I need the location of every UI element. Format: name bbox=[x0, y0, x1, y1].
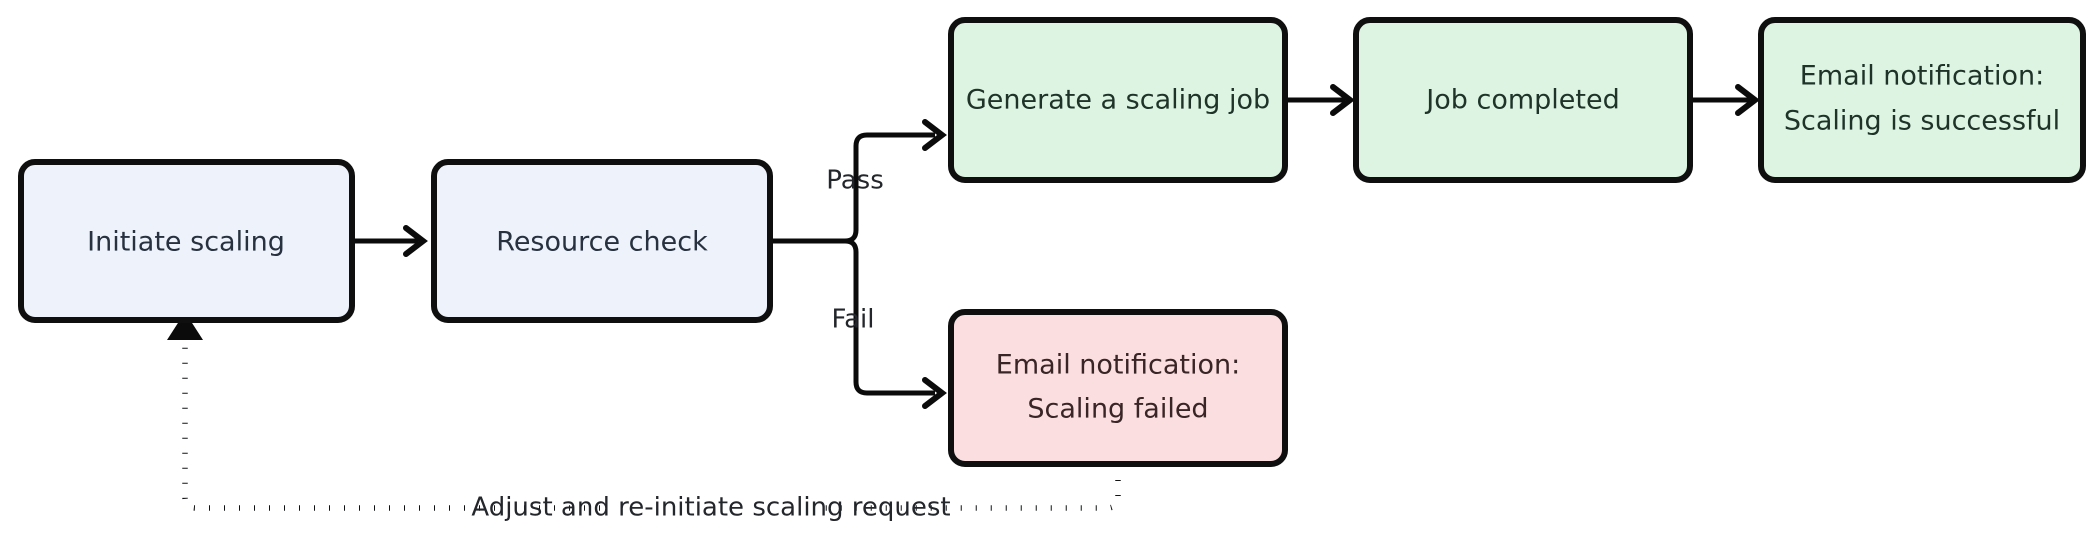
node-initiate-scaling-label: Initiate scaling bbox=[87, 227, 285, 258]
node-job-completed-label: Job completed bbox=[1424, 85, 1619, 116]
node-email-success-shape[interactable] bbox=[1758, 17, 2086, 183]
edge-path-fail bbox=[844, 238, 935, 396]
edge-label-feedback-loop: Adjust and re-initiate scaling request bbox=[471, 493, 950, 523]
node-generate-scaling-job-shape[interactable] bbox=[948, 17, 1288, 183]
node-resource-check[interactable]: Resource check bbox=[431, 159, 773, 323]
arrow-head-feedback-loop bbox=[167, 312, 203, 340]
node-generate-scaling-job-label: Generate a scaling job bbox=[966, 85, 1270, 116]
node-job-completed-shape[interactable] bbox=[1353, 17, 1693, 183]
arrow-head-initiate-to-resource-check bbox=[403, 225, 428, 257]
node-resource-check-shape[interactable] bbox=[431, 159, 773, 323]
arrow-head-pass bbox=[922, 119, 947, 151]
edge-initiate-to-resource-check bbox=[352, 225, 428, 257]
edge-generate-to-job-completed bbox=[1285, 84, 1355, 116]
node-resource-check-label: Resource check bbox=[496, 227, 708, 258]
edge-dotted-left-segment bbox=[182, 330, 600, 511]
node-generate-scaling-job[interactable]: Generate a scaling job bbox=[948, 17, 1288, 183]
node-email-failed-shape[interactable] bbox=[948, 309, 1288, 467]
node-initiate-scaling-shape[interactable] bbox=[18, 159, 355, 323]
edge-label-fail: Fail bbox=[832, 305, 875, 335]
node-email-success[interactable]: Email notification: Scaling is successfu… bbox=[1758, 17, 2086, 183]
node-initiate-scaling[interactable]: Initiate scaling bbox=[18, 159, 355, 323]
node-email-success-label-line2: Scaling is successful bbox=[1784, 106, 2060, 137]
arrow-head-generate-to-job-completed bbox=[1330, 84, 1355, 116]
edge-job-completed-to-email-success bbox=[1690, 84, 1760, 116]
edge-fail-to-email-failed bbox=[844, 238, 947, 409]
edge-label-pass: Pass bbox=[826, 166, 884, 196]
edge-feedback-loop bbox=[167, 312, 1121, 511]
arrow-head-fail bbox=[922, 377, 947, 409]
node-email-success-label-line1: Email notification: bbox=[1800, 61, 2044, 92]
node-job-completed[interactable]: Job completed bbox=[1353, 17, 1693, 183]
node-email-failed-label-line2: Scaling failed bbox=[1027, 394, 1208, 425]
arrow-head-job-completed-to-email-success bbox=[1735, 84, 1760, 116]
node-email-failed-label-line1: Email notification: bbox=[996, 350, 1240, 381]
node-email-failed[interactable]: Email notification: Scaling failed bbox=[948, 309, 1288, 467]
